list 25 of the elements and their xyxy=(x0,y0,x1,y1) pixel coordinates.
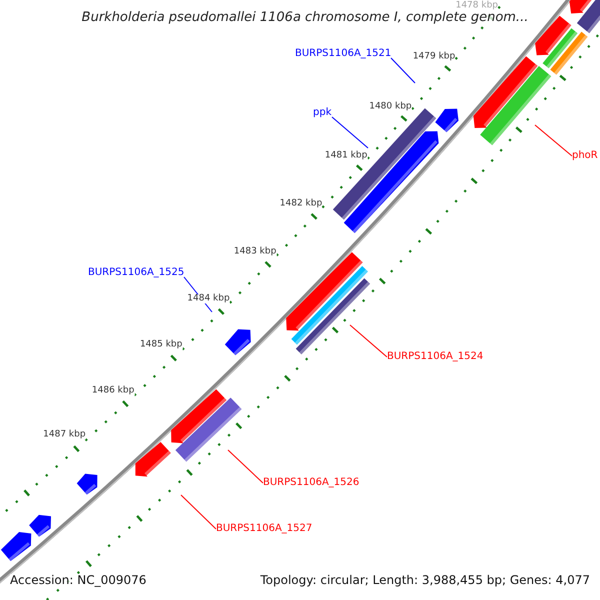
scale-label: 1486 kbp xyxy=(92,386,134,396)
accession-text: Accession: NC_009076 xyxy=(10,574,146,586)
genome-info-text: Topology: circular; Length: 3,988,455 bp; Genes: 4,077 xyxy=(260,574,590,586)
scale-label: 1483 kbp xyxy=(234,247,276,256)
leader-line xyxy=(180,494,216,530)
scale-label: 1480 kbp xyxy=(369,102,412,111)
scale-label: 1487 kbp xyxy=(43,430,86,440)
gene-label: BURPS1106A_1521 xyxy=(295,49,392,59)
scale-label: 1479 kbp xyxy=(412,52,456,62)
leader-line xyxy=(534,124,572,156)
leader-line xyxy=(228,450,264,484)
scale-label: 1478 kbp xyxy=(456,2,498,11)
scale-label: 1485 kbp xyxy=(140,340,182,350)
gene-label: BURPS1106A_1526 xyxy=(263,478,360,488)
gene-label: BURPS1106A_1527 xyxy=(216,524,312,534)
leader-line xyxy=(350,324,388,358)
gene-label: BURPS1106A_1525 xyxy=(88,268,184,278)
gene-label: ppk xyxy=(313,108,332,118)
scale-label: 1482 kbp xyxy=(280,200,322,209)
scale-label: 1481 kbp xyxy=(324,151,368,160)
gene-label: BURPS1106A_1524 xyxy=(387,352,484,362)
leader-line xyxy=(332,116,368,148)
scale-label: 1484 kbp xyxy=(187,294,230,304)
gene-label: phoR xyxy=(572,151,598,161)
leader-line xyxy=(390,58,416,84)
